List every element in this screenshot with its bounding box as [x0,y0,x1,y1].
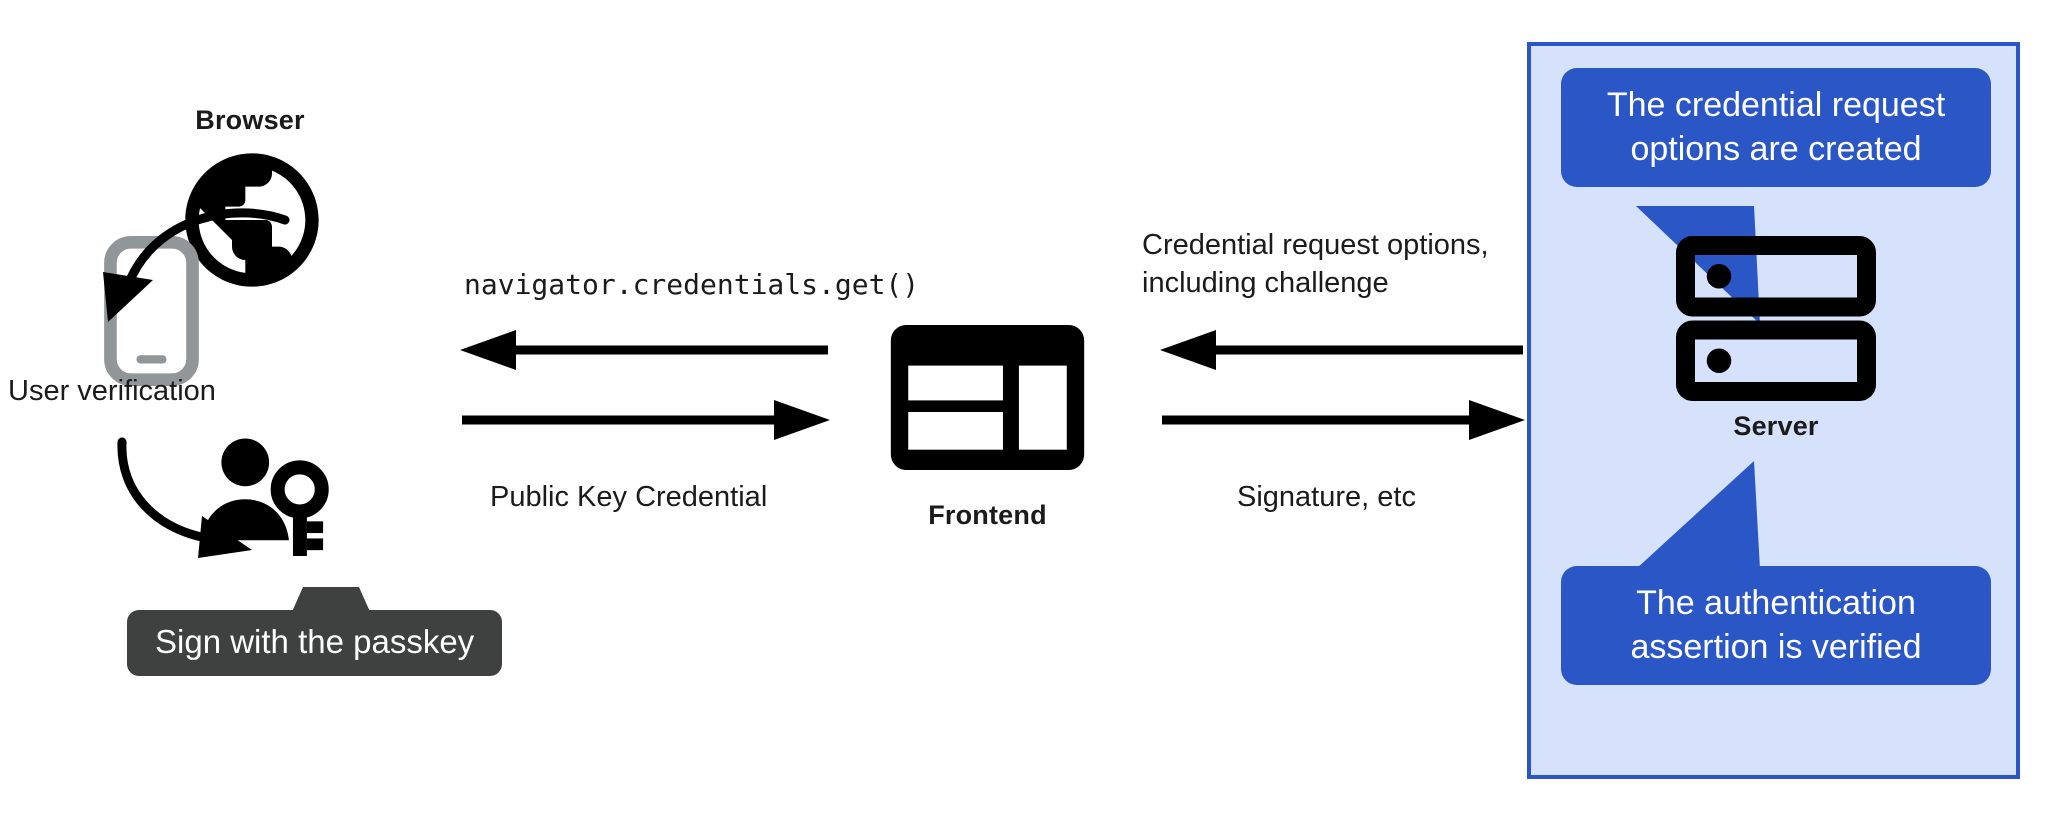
server-racks-icon [1675,235,1877,401]
callout-bottom-tail [1636,461,1836,571]
navigator-credentials-get-label: navigator.credentials.get() [464,268,920,301]
user-verification-label: User verification [8,375,216,407]
arrow-frontend-to-server [1160,400,1525,440]
arrow-browser-to-device [95,200,305,330]
credential-request-options-label: Credential request options, including ch… [1142,229,1489,300]
person-with-key-icon [198,430,333,565]
callout-top-tail [1636,206,1836,326]
browser-label: Browser [195,105,305,135]
sign-passkey-tooltip: Sign with the passkey [127,610,503,677]
server-label: Server [1733,411,1819,441]
globe-icon [172,140,332,300]
frontend-label: Frontend [928,500,1047,530]
arrow-server-to-frontend [1160,330,1525,370]
browser-window-layout-icon [890,325,1085,470]
arrow-browser-to-frontend [460,400,830,440]
signature-etc-label: Signature, etc [1237,481,1416,513]
callout-authentication-assertion-verified: The authentication assertion is verified [1561,566,1991,686]
public-key-credential-label: Public Key Credential [490,481,768,513]
server-panel: The credential request options are creat… [1527,42,2020,779]
arrow-frontend-to-browser [460,330,830,370]
callout-credential-options-created: The credential request options are creat… [1561,68,1991,188]
